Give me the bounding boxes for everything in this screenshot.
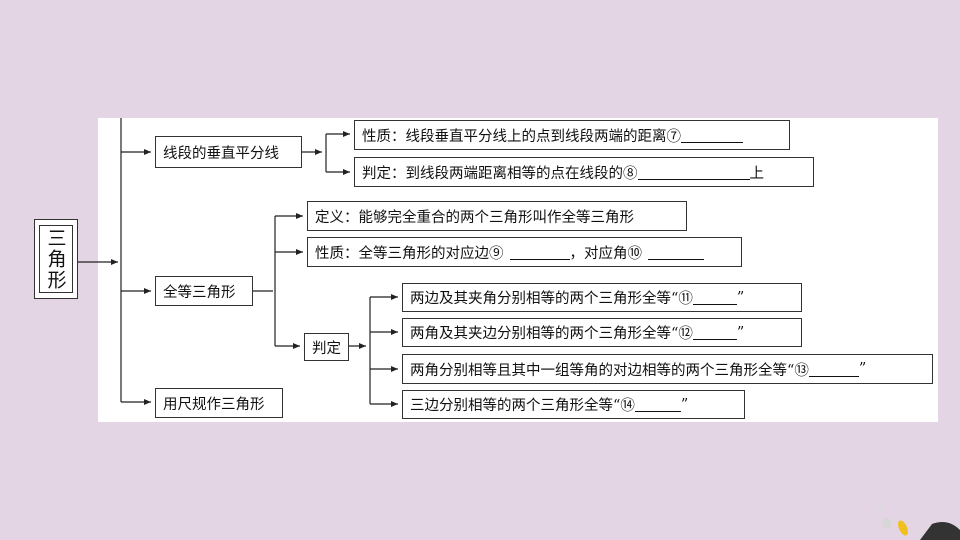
judgment-item-close: ” [736,289,745,306]
answer-blank [692,290,737,305]
answer-blank [637,165,750,180]
bisector-property-text: 性质：线段垂直平分线上的点到线段两端的距离⑦ [362,128,681,145]
bisector-property-node: 性质：线段垂直平分线上的点到线段两端的距离⑦ [354,120,790,150]
answer-blank [634,397,681,412]
judgment-node: 判定 [304,333,349,361]
congruent-definition-text: 定义：能够完全重合的两个三角形叫作全等三角形 [315,209,634,226]
congruent-property-node: 性质：全等三角形的对应边⑨ ，对应角⑩ [307,237,742,267]
decoration-dot [877,505,883,511]
judgment-item-text: 两角及其夹边分别相等的两个三角形全等“⑫ [410,326,693,342]
answer-blank [808,362,859,377]
decoration-dot [882,518,892,528]
answer-blank [681,128,743,143]
bisector-judgment-suffix: 上 [749,165,765,182]
judgment-item-text: 两边及其夹角分别相等的两个三角形全等“⑪ [410,291,693,307]
judgment-item-sas: 两边及其夹角分别相等的两个三角形全等“⑪ ” [402,283,802,312]
judgment-item-close: ” [680,396,689,413]
judgment-label: 判定 [312,340,341,357]
congruent-label: 全等三角形 [163,284,236,301]
construction-node: 用尺规作三角形 [155,388,283,418]
judgment-item-aas: 两角分别相等且其中一组等角的对边相等的两个三角形全等“⑬ ” [402,354,933,384]
bisector-judgment-node: 判定：到线段两端距离相等的点在线段的⑧ 上 [354,157,814,187]
judgment-item-close: ” [858,361,867,377]
root-label: 三角形 [39,225,73,293]
judgment-item-text: 三边分别相等的两个三角形全等“⑭ [410,398,635,414]
congruent-definition-node: 定义：能够完全重合的两个三角形叫作全等三角形 [307,201,687,231]
congruent-node: 全等三角形 [155,276,253,306]
judgment-item-asa: 两角及其夹边分别相等的两个三角形全等“⑫ ” [402,318,802,347]
bisector-node: 线段的垂直平分线 [155,136,302,168]
bisector-judgment-text: 判定：到线段两端距离相等的点在线段的⑧ [362,165,638,182]
corner-decoration [877,505,960,540]
answer-blank [509,245,570,260]
answer-blank [692,325,737,340]
bisector-label: 线段的垂直平分线 [163,145,279,162]
decoration-leaf [898,520,908,536]
judgment-item-text: 两角分别相等且其中一组等角的对边相等的两个三角形全等“⑬ [410,362,809,379]
decoration-corner [920,522,960,540]
congruent-property-text-b: ，对应角⑩ [569,245,643,262]
congruent-property-text-a: 性质：全等三角形的对应边⑨ [315,245,504,262]
root-node: 三角形 [34,219,78,299]
judgment-item-sss: 三边分别相等的两个三角形全等“⑭ ” [402,390,745,419]
construction-label: 用尺规作三角形 [163,396,265,413]
judgment-item-close: ” [736,324,745,341]
answer-blank [648,245,704,260]
